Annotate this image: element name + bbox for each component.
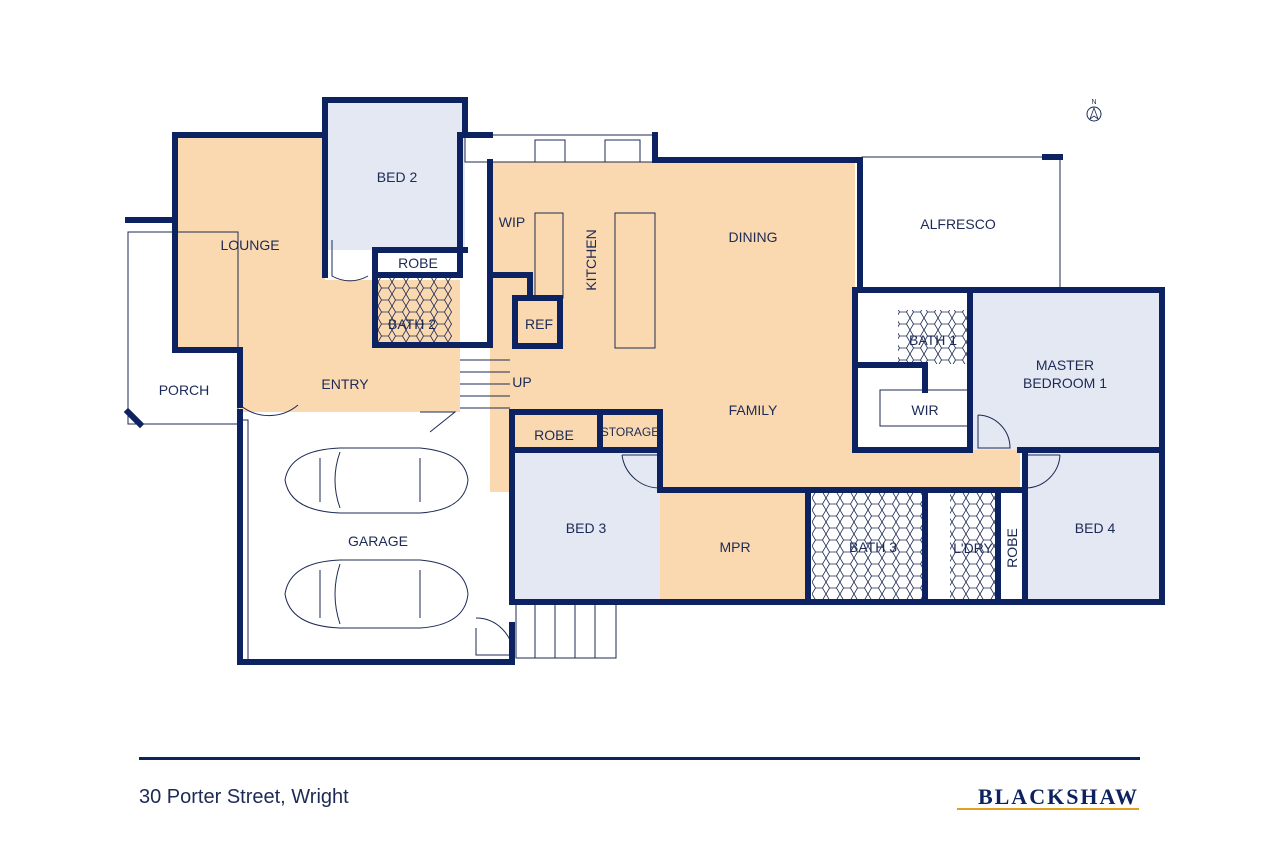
alfresco-label: ALFRESCO — [920, 216, 996, 232]
up-label: UP — [512, 374, 531, 390]
room-fills — [175, 100, 1162, 602]
entry-label: ENTRY — [321, 376, 369, 392]
brand-logo: BLACKSHAW — [977, 784, 1139, 809]
north-label: N — [1091, 99, 1096, 106]
wir-label: WIR — [911, 402, 938, 418]
garage-cars — [284, 447, 469, 629]
mpr-label: MPR — [719, 539, 750, 555]
walls — [123, 97, 1165, 665]
family-label: FAMILY — [729, 402, 778, 418]
bed3-label: BED 3 — [566, 520, 607, 536]
laundry-label: L'DRY — [953, 540, 993, 556]
bath1-tiles — [898, 310, 970, 364]
brand-underline — [957, 808, 1139, 810]
kitchen-dining-family-fill — [490, 162, 855, 492]
master-label-line2: BEDROOM 1 — [1023, 375, 1107, 391]
hall-fill — [855, 450, 1020, 490]
robe-bed4-label: ROBE — [1004, 528, 1020, 568]
bath2-tiles — [376, 278, 452, 346]
robe-bed3-label: ROBE — [534, 427, 574, 443]
room-labels: LOUNGE BED 2 ROBE BATH 2 WIP KITCHEN REF… — [159, 169, 1116, 568]
footer-rule — [139, 757, 1140, 760]
storage-label: STORAGE — [601, 425, 659, 439]
bed4-label: BED 4 — [1075, 520, 1116, 536]
bed2-label: BED 2 — [377, 169, 418, 185]
bath3-label: BATH 3 — [849, 539, 897, 555]
thin-lines — [127, 134, 1061, 661]
robe-bed2-label: ROBE — [398, 255, 438, 271]
ref-label: REF — [525, 316, 553, 332]
mpr-fill — [660, 490, 808, 602]
property-address: 30 Porter Street, Wright — [139, 786, 349, 808]
garage-label: GARAGE — [348, 533, 408, 549]
bath2-label: BATH 2 — [388, 316, 436, 332]
bed4-fill — [1025, 450, 1162, 602]
dining-label: DINING — [729, 229, 778, 245]
north-arrow-icon: N — [1086, 99, 1102, 122]
laundry-tiles — [950, 492, 996, 600]
bed3-fill — [512, 450, 660, 602]
master-label-line1: MASTER — [1036, 357, 1094, 373]
bath3-tiles — [812, 492, 922, 600]
kitchen-label: KITCHEN — [583, 229, 599, 290]
master-fill — [972, 290, 1162, 450]
bed2-fill — [325, 100, 465, 250]
wip-label: WIP — [499, 214, 525, 230]
lounge-label: LOUNGE — [220, 237, 279, 253]
porch-label: PORCH — [159, 382, 210, 398]
bath1-label: BATH 1 — [909, 332, 957, 348]
